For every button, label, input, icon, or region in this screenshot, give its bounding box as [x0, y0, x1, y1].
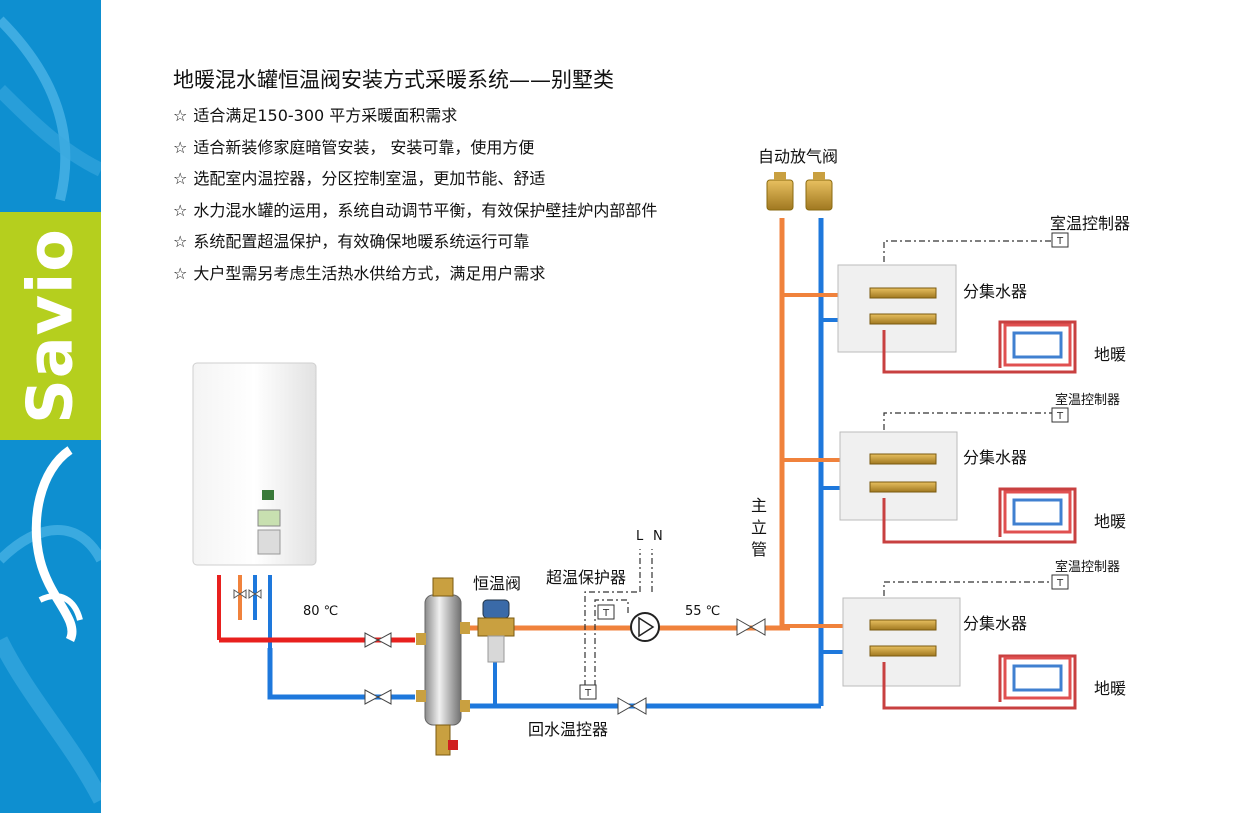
air-vent-label: 自动放气阀 [758, 147, 839, 166]
boiler-badge-icon [262, 490, 274, 500]
sidebar-waves [0, 16, 101, 804]
boiler-display [257, 509, 281, 527]
star-icon: ☆ [173, 263, 188, 283]
svg-text:T: T [1056, 411, 1064, 422]
star-icon: ☆ [173, 106, 188, 125]
star-icon: ☆ [173, 200, 188, 220]
mixed-temp-label: 55 ℃ [685, 604, 721, 619]
feature-item: ☆系统配置超温保护，有效确保地暖系统运行可靠 [173, 232, 530, 252]
svg-text:T: T [1056, 236, 1064, 247]
thermostat-label: 室温控制器 [1055, 560, 1121, 575]
feature-item: ☆适合新装修家庭暗管安装， 安装可靠，使用方便 [173, 137, 535, 157]
star-icon: ☆ [173, 137, 188, 157]
svg-text:T: T [602, 608, 610, 619]
thermostat-label: 室温控制器 [1055, 393, 1121, 408]
boiler-keypad [257, 529, 281, 555]
feature-item: ☆适合满足150-300 平方采暖面积需求 [173, 106, 458, 125]
page-title: 地暖混水罐恒温阀安装方式采暖系统——别墅类 [173, 68, 614, 92]
manifold-label: 分集水器 [963, 614, 1028, 633]
floor-branch-2: T [782, 407, 1077, 544]
ball-valve-icon [617, 618, 766, 715]
mixing-tank [416, 577, 470, 756]
star-icon: ☆ [173, 169, 188, 189]
air-vent-icon [766, 172, 833, 211]
feature-list: ☆适合满足150-300 平方采暖面积需求 ☆适合新装修家庭暗管安装， 安装可靠… [173, 104, 657, 294]
floor-branch-1: T [782, 232, 1077, 374]
brand-band [0, 212, 101, 440]
floor-branch-3: T [782, 574, 1077, 710]
brand-sidebar: Savio [0, 0, 101, 813]
return-controller-label: 回水温控器 [528, 720, 609, 739]
svg-text:T: T [1056, 578, 1064, 589]
thermostat-label: 室温控制器 [1050, 214, 1131, 233]
supply-temp-label: 80 ℃ [303, 604, 339, 619]
ball-valve-icon [364, 632, 392, 705]
manifold-label: 分集水器 [963, 282, 1028, 301]
power-l-label: L [636, 529, 644, 544]
boiler-outlet-pipes [217, 575, 272, 648]
floor-heating-label: 地暖 [1094, 512, 1127, 531]
circulation-pump-icon [630, 612, 660, 642]
manifold-label: 分集水器 [963, 448, 1028, 467]
feature-item: ☆水力混水罐的运用，系统自动调节平衡，有效保护壁挂炉内部部件 [173, 200, 658, 220]
power-n-label: N [653, 529, 663, 544]
thermostat-icon: T T [579, 604, 615, 700]
return-to-boiler-pipe [267, 648, 415, 700]
svg-text:T: T [584, 688, 592, 699]
thermostatic-valve [477, 599, 515, 663]
main-riser-label: 主立管 [750, 496, 767, 559]
feature-item: ☆大户型需另考虑生活热水供给方式，满足用户需求 [173, 263, 546, 283]
floor-heating-label: 地暖 [1094, 345, 1127, 364]
star-icon: ☆ [173, 232, 188, 252]
floor-heating-label: 地暖 [1094, 679, 1127, 698]
wall-hung-boiler [192, 362, 317, 566]
thermostatic-valve-label: 恒温阀 [473, 574, 522, 593]
overtemp-protector-label: 超温保护器 [546, 568, 627, 587]
feature-item: ☆选配室内温控器，分区控制室温，更加节能、舒适 [173, 169, 546, 189]
overtemp-wiring [584, 549, 653, 686]
